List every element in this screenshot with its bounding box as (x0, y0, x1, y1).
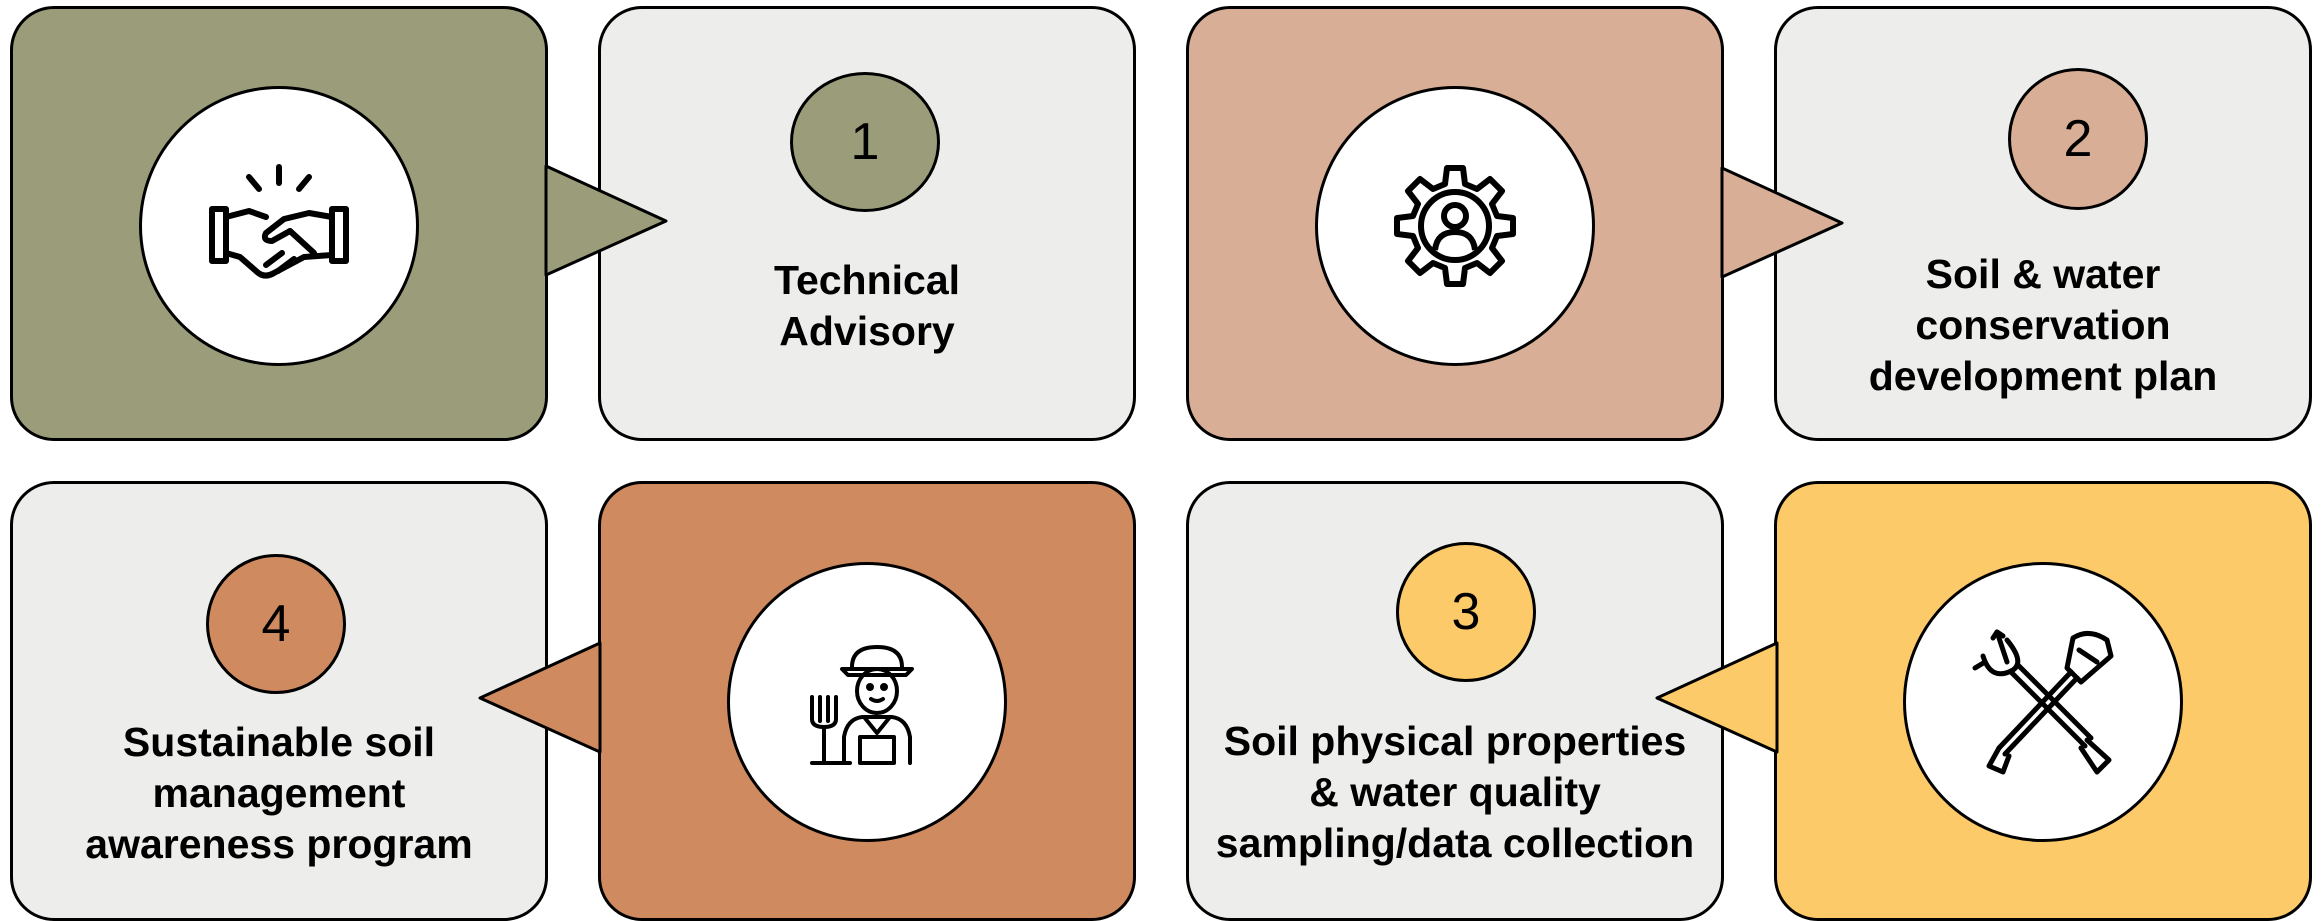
step-1-text-panel: 1 Technical Advisory (598, 6, 1136, 441)
step-3-pointer (1655, 641, 1779, 754)
step-3-text-panel: 3 Soil physical properties & water quali… (1186, 481, 1724, 921)
step-1-label: Technical Advisory (773, 257, 961, 354)
step-1-pointer (544, 164, 668, 277)
step-2-text-panel: 2 Soil & water conservation development … (1774, 6, 2312, 441)
step-4-icon-panel (598, 481, 1136, 921)
step-2-number-badge: 2 (2008, 68, 2148, 210)
step-3-icon-panel (1774, 481, 2312, 921)
step-4-label: Sustainable soil management awareness pr… (85, 719, 473, 867)
step-1-icon-panel (10, 6, 548, 441)
step-4-pointer (478, 641, 602, 754)
step-2-icon-circle (1315, 86, 1595, 366)
step-1-icon-circle (139, 86, 419, 366)
step-4-icon-circle (727, 562, 1007, 842)
handshake-icon (209, 164, 349, 279)
step-2-label: Soil & water conservation development pl… (1868, 251, 2218, 399)
gear-user-icon (1394, 165, 1516, 287)
step-3-number-badge: 3 (1396, 542, 1536, 682)
step-3-label: Soil physical properties & water quality… (1215, 718, 1695, 866)
crossed-tools-icon (1972, 629, 2114, 775)
step-3-icon-circle (1903, 562, 2183, 842)
step-2-pointer (1720, 166, 1844, 279)
step-4-text-panel: 4 Sustainable soil management awareness … (10, 481, 548, 921)
step-2-icon-panel (1186, 6, 1724, 441)
farmer-icon (810, 645, 914, 765)
step-1-number-badge: 1 (790, 72, 940, 212)
step-4-number-badge: 4 (206, 554, 346, 694)
